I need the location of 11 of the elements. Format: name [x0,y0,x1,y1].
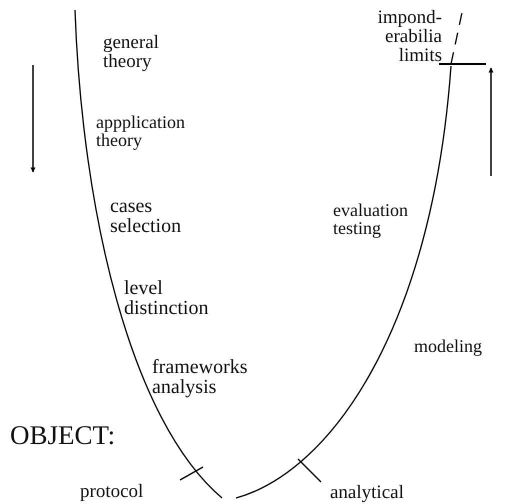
stage-label: evaluation testing [333,201,409,237]
stage-label: level distinction [124,278,210,318]
heading-label: OBJECT: [10,422,116,449]
stage-label: impond- erabilia limits [376,8,442,65]
stage-label: frameworks analysis [152,357,249,397]
stage-label: general theory [103,33,160,71]
stage-label: protocol [80,482,144,501]
stage-label: modeling [414,337,483,355]
stage-label: cases selection [110,196,182,236]
stage-label: analytical [330,483,405,502]
stage-label: appplication theory [96,113,186,149]
